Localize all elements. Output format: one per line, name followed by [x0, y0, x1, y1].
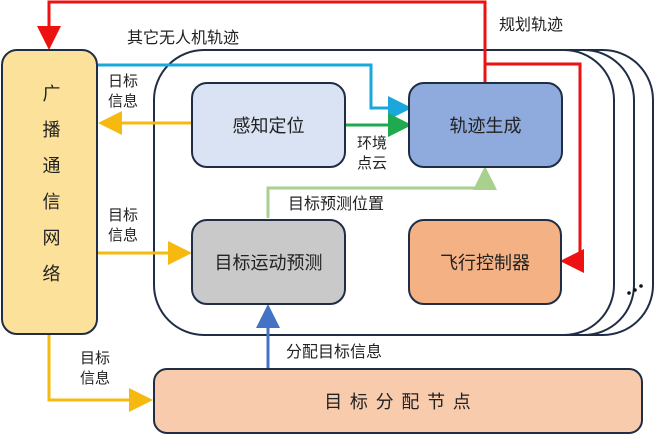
target-assignment-label: 目 标 分 配 节 点: [324, 392, 472, 413]
label-broadcast-to-assignment: 目标 信息: [80, 348, 110, 388]
label-line: 目标: [80, 349, 111, 367]
edge-predicted-position: [266, 166, 497, 218]
label-line: 信息: [108, 92, 139, 110]
label-env-pointcloud: 环境 点云: [357, 133, 387, 173]
ellipsis-dot: [633, 288, 637, 292]
label-predicted-position: 目标预测位置: [288, 194, 385, 213]
label-line: 信息: [80, 369, 111, 387]
label-line: 信息: [108, 226, 139, 244]
trajectory-generation-node: 轨迹生成: [408, 82, 563, 168]
edge-planned-trajectory-broadcast: [37, 0, 487, 83]
label-broadcast-to-prediction: 目标 信息: [108, 205, 138, 245]
flight-controller-node: 飞行控制器: [408, 219, 562, 305]
label-planned-trajectory: 规划轨迹: [499, 15, 564, 34]
label-perception-to-broadcast: 日标 信息: [108, 71, 138, 111]
flight-controller-label: 飞行控制器: [440, 253, 530, 274]
broadcast-network-label: 广播通信网络: [39, 84, 61, 300]
label-line: 点云: [357, 154, 388, 172]
edge-planned-trajectory-controller: [485, 62, 584, 273]
ellipsis-dot: [627, 291, 631, 295]
edge-other-uav-trajectory: [98, 63, 412, 120]
ellipsis-text: ...: [622, 280, 623, 281]
target-motion-prediction-label: 目标运动预测: [214, 253, 323, 274]
label-line: 日标: [108, 72, 139, 90]
target-motion-prediction-node: 目标运动预测: [191, 219, 346, 305]
perception-label: 感知定位: [232, 116, 305, 137]
label-line: 环境: [357, 134, 388, 152]
perception-node: 感知定位: [191, 82, 346, 168]
label-other-uav-trajectory: 其它无人机轨迹: [127, 28, 240, 47]
edge-broadcast-to-assignment: [47, 335, 153, 412]
label-line: 目标: [108, 206, 139, 224]
ellipsis-dot: [639, 284, 643, 288]
broadcast-network-node: 广播通信网络: [1, 49, 98, 335]
label-assigned-target: 分配目标信息: [286, 342, 383, 361]
trajectory-generation-label: 轨迹生成: [449, 116, 522, 137]
target-assignment-node: 目 标 分 配 节 点: [153, 368, 643, 434]
